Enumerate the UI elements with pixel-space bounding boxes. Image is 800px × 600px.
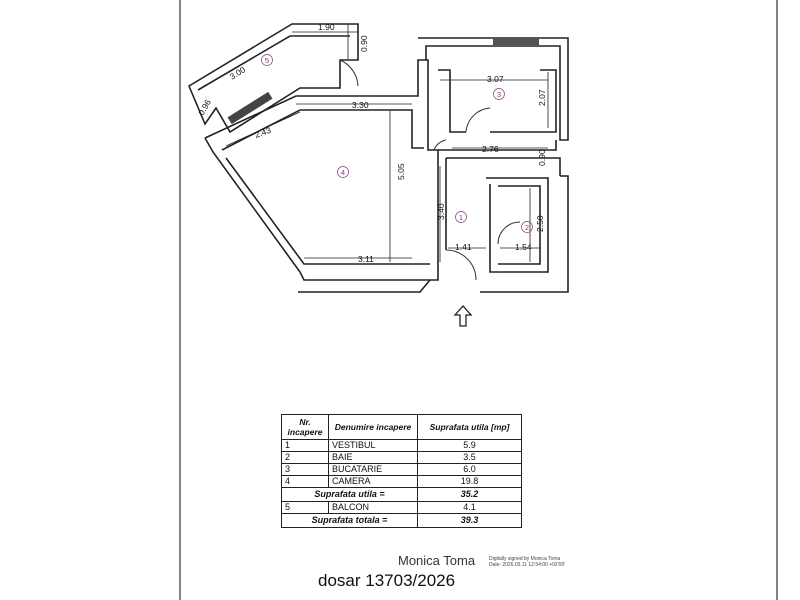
dim-0-90-mid: 0.90 [537,149,547,166]
header-name: Denumire incapere [328,414,418,440]
row-area: 3.5 [417,451,522,464]
row-nr: 3 [281,463,329,476]
row-name: BAIE [328,451,418,464]
dim-3-30: 3.30 [352,100,369,110]
dim-3-40: 3.40 [436,203,446,220]
dim-2-43: 2.43 [253,125,272,140]
dim-1-90: 1.90 [318,22,335,32]
header-nr: Nr. incapere [281,414,329,440]
dim-1-41: 1.41 [455,242,472,252]
dim-3-00: 3.00 [228,64,248,81]
signature-note-line1: Digitally signed by Monica Toma [489,556,561,562]
grand-total-value: 39.3 [417,513,522,528]
room-marker-5-circle [261,54,273,66]
signature-note: Digitally signed by Monica Toma Date: 20… [489,556,565,568]
dim-5-05: 5.05 [396,163,406,180]
signature-note-line2: Date: 2026.03.11 12:54:00 +02'00' [489,562,566,568]
room-marker-4-circle [337,166,349,178]
row-name: BALCON [328,501,418,514]
entrance-arrow-icon [453,305,473,327]
room-marker-3: 3 [497,90,501,99]
row-nr: 1 [281,439,329,452]
row-nr: 4 [281,475,329,488]
hall-wall [438,140,557,151]
dim-2-50: 2.50 [535,215,545,232]
row-area: 5.9 [417,439,522,452]
row-nr: 2 [281,451,329,464]
useful-total-value: 35.2 [417,487,522,502]
row-area: 4.1 [417,501,522,514]
row-name: BUCATARIE [328,463,418,476]
table-row: 5 BALCON 4.1 [281,501,522,514]
dim-3-07: 3.07 [487,74,504,84]
rooms-table: Nr. incapere Denumire incapere Suprafata… [281,414,522,528]
row-area: 19.8 [417,475,522,488]
row-name: VESTIBUL [328,439,418,452]
useful-total-label: Suprafata utila = [281,487,418,502]
dosar-number: dosar 13703/2026 [318,571,456,590]
table-row: 2 BAIE 3.5 [281,451,522,464]
dim-2-07: 2.07 [537,89,547,106]
room-marker-5: 5 [265,56,269,65]
row-name: CAMERA [328,475,418,488]
grand-total-row: Suprafata totala = 39.3 [281,513,522,528]
table-row: 4 CAMERA 19.8 [281,475,522,488]
room-marker-1-circle [455,211,467,223]
dim-0-90-top: 0.90 [359,35,369,52]
dim-2-76: 2.76 [482,144,499,154]
room-marker-2-circle [521,221,533,233]
room-marker-1: 1 [459,213,463,222]
room-marker-4: 4 [341,168,345,177]
useful-total-row: Suprafata utila = 35.2 [281,487,522,502]
dim-0-96: 0.96 [196,97,213,117]
table-row: 3 BUCATARIE 6.0 [281,463,522,476]
table-row: 1 VESTIBUL 5.9 [281,439,522,452]
row-area: 6.0 [417,463,522,476]
balcony-wall [187,23,359,134]
camera-wall [204,59,439,281]
signature-name: Monica Toma [398,553,476,568]
dim-3-11: 3.11 [358,254,374,264]
grand-total-label: Suprafata totala = [281,513,418,528]
room-marker-2: 2 [525,223,529,232]
header-area: Suprafata utila [mp] [417,414,522,440]
room-marker-3-circle [493,88,505,100]
dim-1-54: 1.54 [515,242,532,252]
kitchen-wall [418,37,569,141]
row-nr: 5 [281,501,329,514]
